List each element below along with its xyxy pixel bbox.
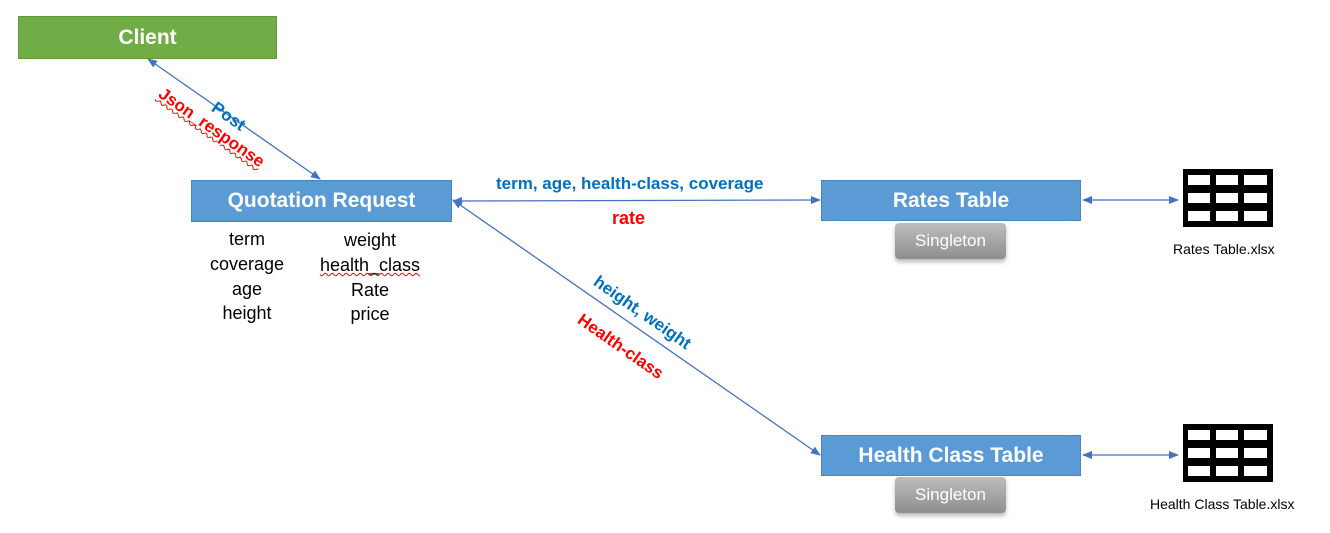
quotation-request-node: Quotation Request <box>191 180 452 222</box>
field-price: price <box>350 304 390 324</box>
table-grid-icon <box>1183 169 1273 227</box>
quotation-health-arrow <box>452 199 821 456</box>
health-class-table-label: Health Class Table <box>858 443 1044 467</box>
health-file-label: Health Class Table.xlsx <box>1150 496 1295 512</box>
field-health-class-text: health_class <box>319 255 421 275</box>
singleton-badge-health: Singleton <box>895 477 1006 513</box>
field-age: age <box>231 279 263 299</box>
field-height: height <box>222 303 272 323</box>
singleton-badge-rates: Singleton <box>895 223 1006 259</box>
quotation-rates-arrow <box>452 196 821 205</box>
client-node: Client <box>18 16 277 59</box>
client-quotation-arrow <box>147 58 321 180</box>
field-term: term <box>229 229 265 249</box>
client-label: Client <box>118 25 177 49</box>
field-health-class: health_class <box>310 255 430 276</box>
rates-table-label: Rates Table <box>892 188 1010 212</box>
field-coverage: coverage <box>209 254 285 274</box>
rates-file-label: Rates Table.xlsx <box>1173 241 1275 257</box>
edge-label-rates-request: term, age, health-class, coverage <box>496 174 764 193</box>
field-weight: weight <box>343 230 397 250</box>
field-rate: Rate <box>350 280 390 300</box>
edge-label-rates-response: rate <box>612 208 646 228</box>
health-class-table-node: Health Class Table <box>821 435 1081 476</box>
rates-table-node: Rates Table <box>821 180 1081 221</box>
quotation-request-label: Quotation Request <box>227 189 416 212</box>
table-grid-icon <box>1183 424 1273 482</box>
